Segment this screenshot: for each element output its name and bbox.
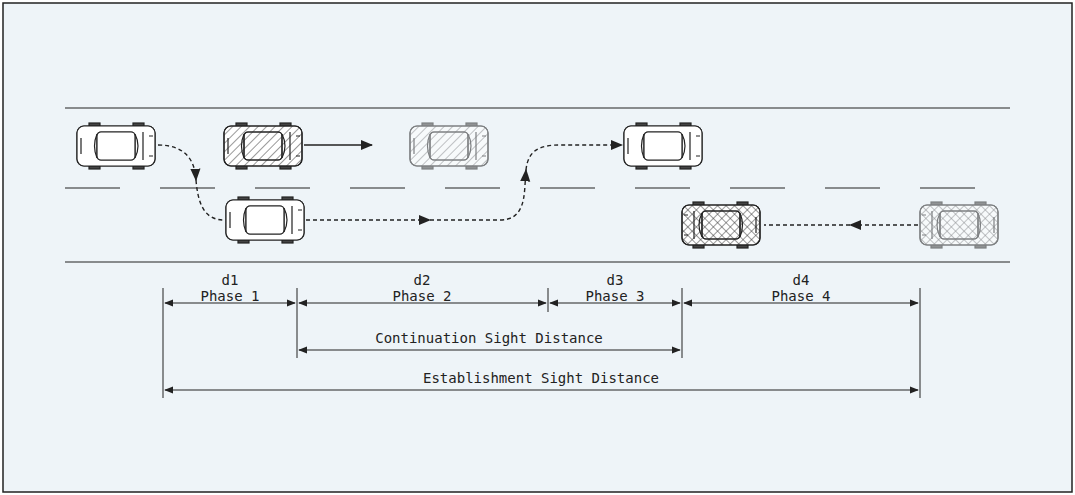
car <box>624 123 702 169</box>
car <box>226 197 304 243</box>
phase-label: Phase 2 <box>392 288 451 304</box>
dimension-lines <box>163 288 920 398</box>
phase-label: Phase 3 <box>585 288 644 304</box>
paths <box>158 145 918 225</box>
car <box>77 123 155 169</box>
phase-label: Phase 1 <box>200 288 259 304</box>
car <box>224 123 302 169</box>
distance-symbol: d2 <box>414 272 431 288</box>
distance-symbol: d3 <box>607 272 624 288</box>
distance-symbol: d1 <box>222 272 239 288</box>
car <box>920 202 998 248</box>
sight-distance-label: Continuation Sight Distance <box>375 330 603 346</box>
car <box>682 202 760 248</box>
car <box>410 123 488 169</box>
phase-label: Phase 4 <box>771 288 830 304</box>
distance-symbol: d4 <box>793 272 810 288</box>
cars <box>77 123 998 248</box>
road <box>65 108 1010 262</box>
frame <box>3 3 1072 492</box>
sight-distance-label: Establishment Sight Distance <box>423 370 659 386</box>
